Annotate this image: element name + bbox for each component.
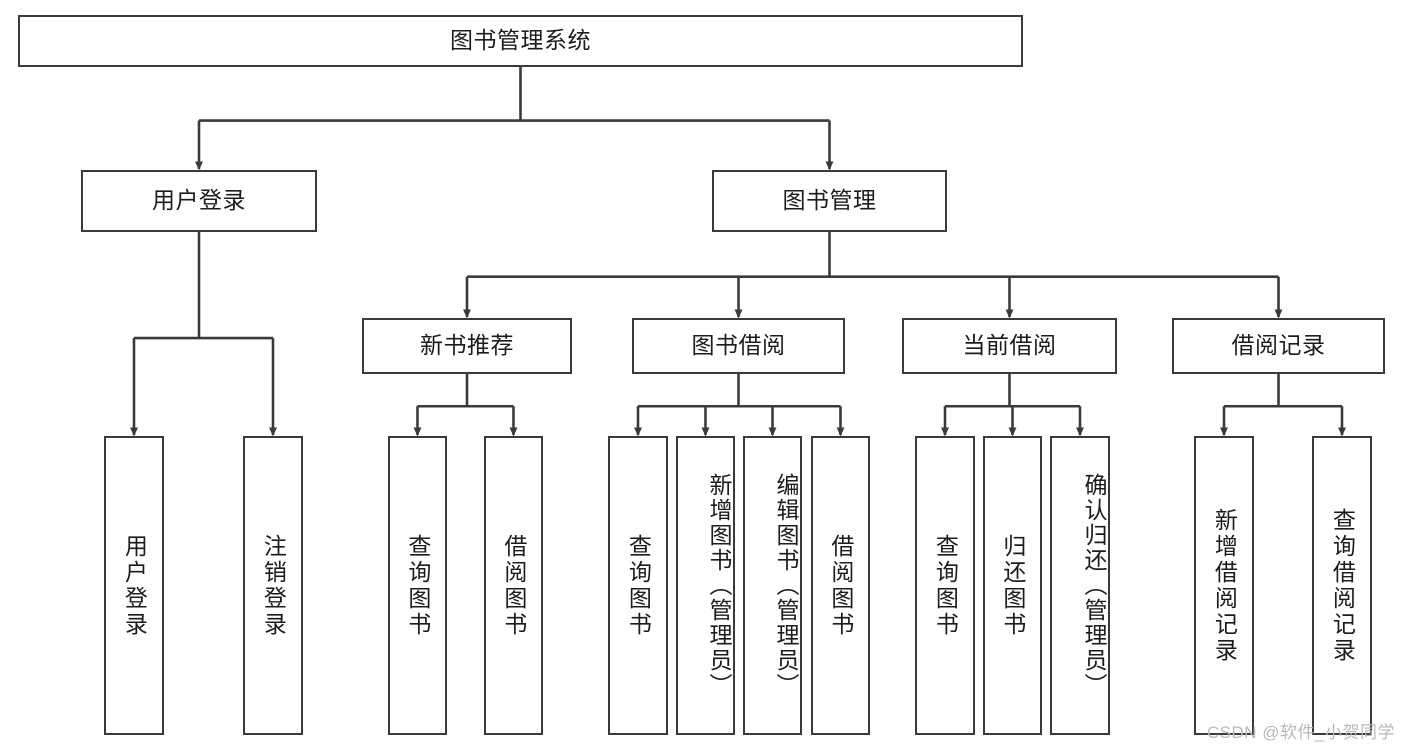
node-book-manage[interactable]: 图书管理 xyxy=(712,170,947,232)
node-label: 注销登录 xyxy=(260,533,287,638)
node-label: 图书管理 xyxy=(782,187,877,214)
node-leaf-return-book[interactable]: 归还图书 xyxy=(983,436,1042,735)
node-label: 新增图书（管理员） xyxy=(706,473,732,698)
node-user-login[interactable]: 用户登录 xyxy=(81,170,317,232)
node-book-borrow[interactable]: 图书借阅 xyxy=(632,318,845,374)
node-root[interactable]: 图书管理系统 xyxy=(18,15,1023,67)
node-label: 图书借阅 xyxy=(691,332,786,359)
node-leaf-user-logout[interactable]: 注销登录 xyxy=(243,436,303,735)
node-leaf-add-record[interactable]: 新增借阅记录 xyxy=(1194,436,1254,735)
node-leaf-query-book-2[interactable]: 查询图书 xyxy=(608,436,668,735)
node-label: 新书推荐 xyxy=(420,332,514,359)
node-label: 新增借阅记录 xyxy=(1211,507,1238,664)
node-label: 归还图书 xyxy=(999,533,1026,638)
node-new-book-rec[interactable]: 新书推荐 xyxy=(362,318,572,374)
node-leaf-borrow-book-1[interactable]: 借阅图书 xyxy=(484,436,543,735)
node-label: 编辑图书（管理员） xyxy=(773,473,799,698)
node-current-borrow[interactable]: 当前借阅 xyxy=(902,318,1117,374)
node-leaf-edit-book[interactable]: 编辑图书（管理员） xyxy=(743,436,802,735)
node-leaf-query-record[interactable]: 查询借阅记录 xyxy=(1312,436,1372,735)
node-label: 借阅图书 xyxy=(827,533,854,638)
node-label: 图书管理系统 xyxy=(450,27,591,54)
node-label: 当前借阅 xyxy=(962,332,1057,359)
node-leaf-add-book[interactable]: 新增图书（管理员） xyxy=(676,436,735,735)
node-label: 查询图书 xyxy=(932,533,959,638)
node-label: 查询图书 xyxy=(625,533,652,638)
node-label: 确认归还（管理员） xyxy=(1081,473,1107,698)
node-label: 用户登录 xyxy=(152,187,246,214)
node-leaf-query-book-3[interactable]: 查询图书 xyxy=(915,436,975,735)
node-leaf-user-login[interactable]: 用户登录 xyxy=(104,436,164,735)
node-label: 借阅图书 xyxy=(500,533,527,638)
node-borrow-record[interactable]: 借阅记录 xyxy=(1172,318,1385,374)
node-leaf-borrow-book-2[interactable]: 借阅图书 xyxy=(811,436,870,735)
node-label: 用户登录 xyxy=(121,533,148,638)
node-leaf-query-book-1[interactable]: 查询图书 xyxy=(388,436,447,735)
watermark-label: CSDN @软件_小贺同学 xyxy=(1206,723,1395,742)
node-label: 借阅记录 xyxy=(1231,332,1326,359)
node-label: 查询借阅记录 xyxy=(1329,507,1356,664)
node-label: 查询图书 xyxy=(404,533,431,638)
node-leaf-confirm-ret[interactable]: 确认归还（管理员） xyxy=(1050,436,1110,735)
